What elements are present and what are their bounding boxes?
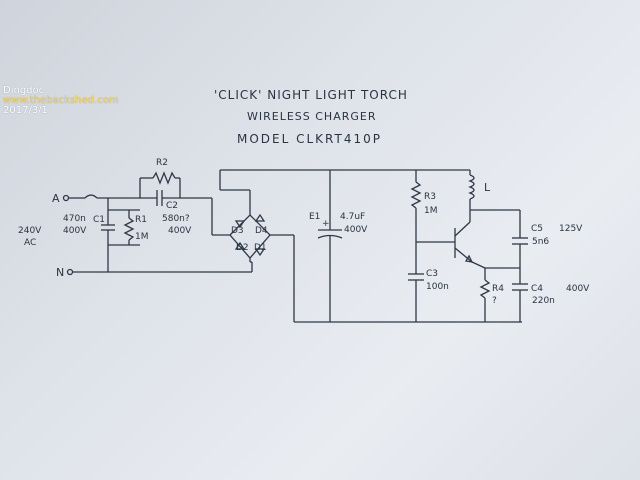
label-terminal-a: A xyxy=(52,192,60,205)
label-c3-name: C3 xyxy=(426,269,438,279)
transistor xyxy=(454,210,486,269)
watermark-date: 2017/3/1 xyxy=(3,105,48,116)
label-c1-name: C1 xyxy=(93,215,105,225)
label-d4: D4 xyxy=(255,226,268,236)
diode-d1-symbol xyxy=(254,248,266,257)
e1-capacitor: + xyxy=(317,170,343,322)
label-c4-value1: 400V xyxy=(566,284,590,294)
label-supply-ac: AC xyxy=(24,238,36,248)
label-c2-value1: 580n? xyxy=(162,214,190,224)
diode-d3-symbol xyxy=(234,220,246,229)
label-e1-value2: 400V xyxy=(344,225,368,235)
label-c1-value1: 470n xyxy=(63,214,86,224)
label-c4-name: C4 xyxy=(531,284,543,294)
r3-resistor xyxy=(410,170,455,243)
label-l-name: L xyxy=(484,181,491,194)
label-e1-name: E1 xyxy=(309,212,320,222)
label-r3-value: 1M xyxy=(424,206,438,216)
label-d2: D2 xyxy=(236,243,249,253)
watermark-user: Dingdoc xyxy=(3,85,45,96)
r1-resistor xyxy=(123,210,135,245)
diode-d2-symbol xyxy=(234,241,246,250)
negative-rail xyxy=(293,235,522,323)
label-c5-value1: 125V xyxy=(559,224,583,234)
label-c2-name: C2 xyxy=(166,201,178,211)
r4-resistor xyxy=(479,267,520,322)
svg-text:+: + xyxy=(322,219,330,229)
c5-capacitor xyxy=(512,210,528,268)
terminal-a xyxy=(62,178,141,202)
label-d3: D3 xyxy=(231,226,244,236)
label-r3-name: R3 xyxy=(424,192,436,202)
label-supply: 240V xyxy=(18,226,42,236)
label-r2-name: R2 xyxy=(156,158,168,168)
watermark: Dingdoc www.thebackshed.com 2017/3/1 xyxy=(3,86,119,116)
watermark-site: www.thebackshed.com xyxy=(3,95,119,106)
label-c5-name: C5 xyxy=(531,224,543,234)
c1-capacitor xyxy=(101,198,140,272)
label-r4-name: R4 xyxy=(492,284,504,294)
c2-capacitor xyxy=(140,190,212,206)
r2-resistor xyxy=(140,171,181,198)
c3-capacitor xyxy=(408,242,424,322)
label-c5-value2: 5n6 xyxy=(532,237,549,247)
label-terminal-n: N xyxy=(56,266,64,279)
label-c4-value2: 220n xyxy=(532,296,555,306)
bridge-rectifier xyxy=(211,170,294,263)
label-c1-value2: 400V xyxy=(63,226,87,236)
diode-d4-symbol xyxy=(254,213,266,222)
label-c3-value: 100n xyxy=(426,282,449,292)
label-r1-name: R1 xyxy=(135,215,147,225)
label-d1: D1 xyxy=(254,243,267,253)
fuse-symbol xyxy=(84,194,98,199)
inductor-l xyxy=(468,170,520,211)
label-r1-value: 1M xyxy=(135,232,149,242)
terminal-n xyxy=(66,262,253,276)
label-r4-value: ? xyxy=(492,296,497,306)
label-e1-value1: 4.7uF xyxy=(340,212,365,222)
label-c2-value2: 400V xyxy=(168,226,192,236)
c4-capacitor xyxy=(512,268,528,322)
